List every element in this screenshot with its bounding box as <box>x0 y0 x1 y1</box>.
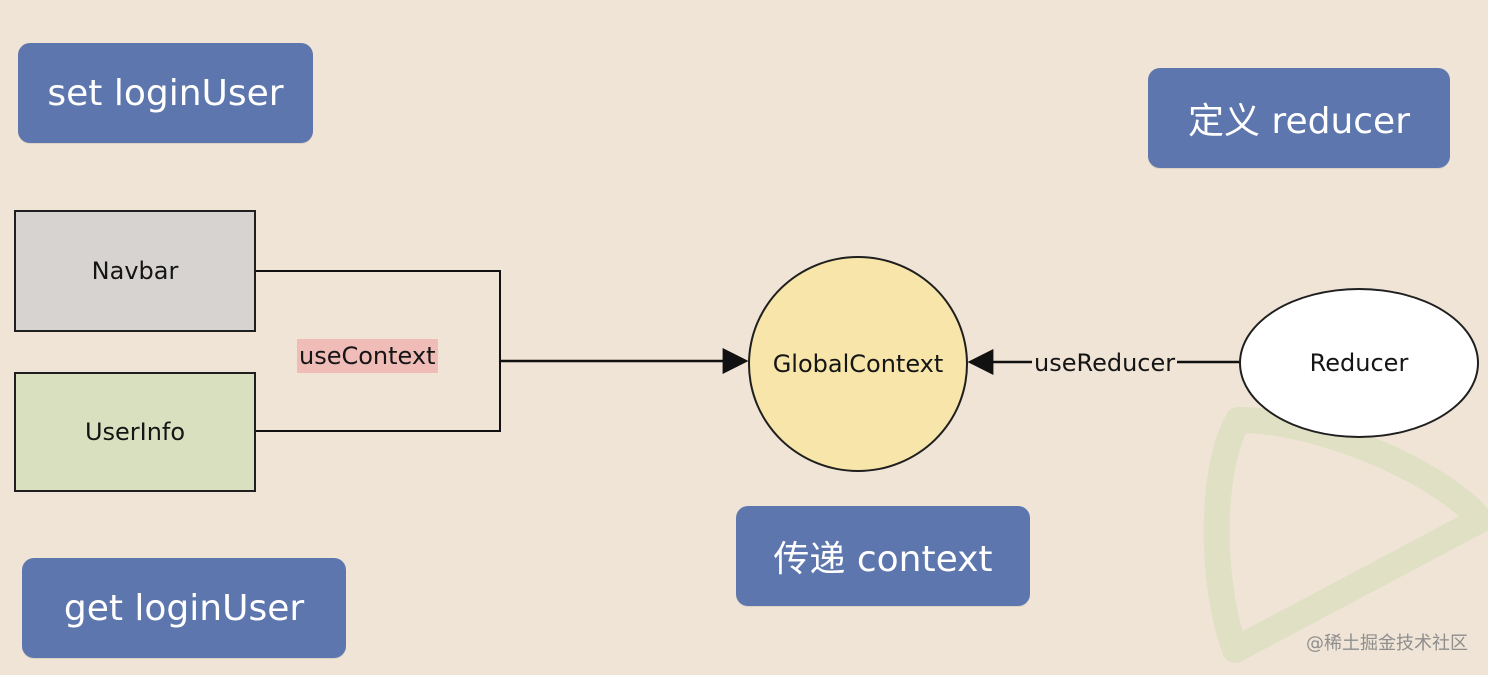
get-login-user-tag: get loginUser <box>22 558 346 658</box>
navbar-label: Navbar <box>91 257 179 285</box>
userinfo-label: UserInfo <box>84 418 186 446</box>
reducer-node: Reducer <box>1239 288 1479 438</box>
navbar-connector <box>256 270 501 361</box>
userinfo-connector <box>256 361 501 432</box>
pass-context-tag: 传递 context <box>736 506 1030 606</box>
navbar-node: Navbar <box>14 210 256 332</box>
userinfo-node: UserInfo <box>14 372 256 492</box>
global-context-label: GlobalContext <box>772 350 944 378</box>
use-reducer-label: useReducer <box>1032 346 1178 380</box>
use-context-label: useContext <box>297 339 438 373</box>
define-reducer-tag: 定义 reducer <box>1148 68 1450 168</box>
set-login-user-tag: set loginUser <box>18 43 313 143</box>
global-context-node: GlobalContext <box>748 256 968 472</box>
reducer-label: Reducer <box>1309 349 1409 377</box>
watermark-text: @稀土掘金技术社区 <box>1306 633 1468 654</box>
